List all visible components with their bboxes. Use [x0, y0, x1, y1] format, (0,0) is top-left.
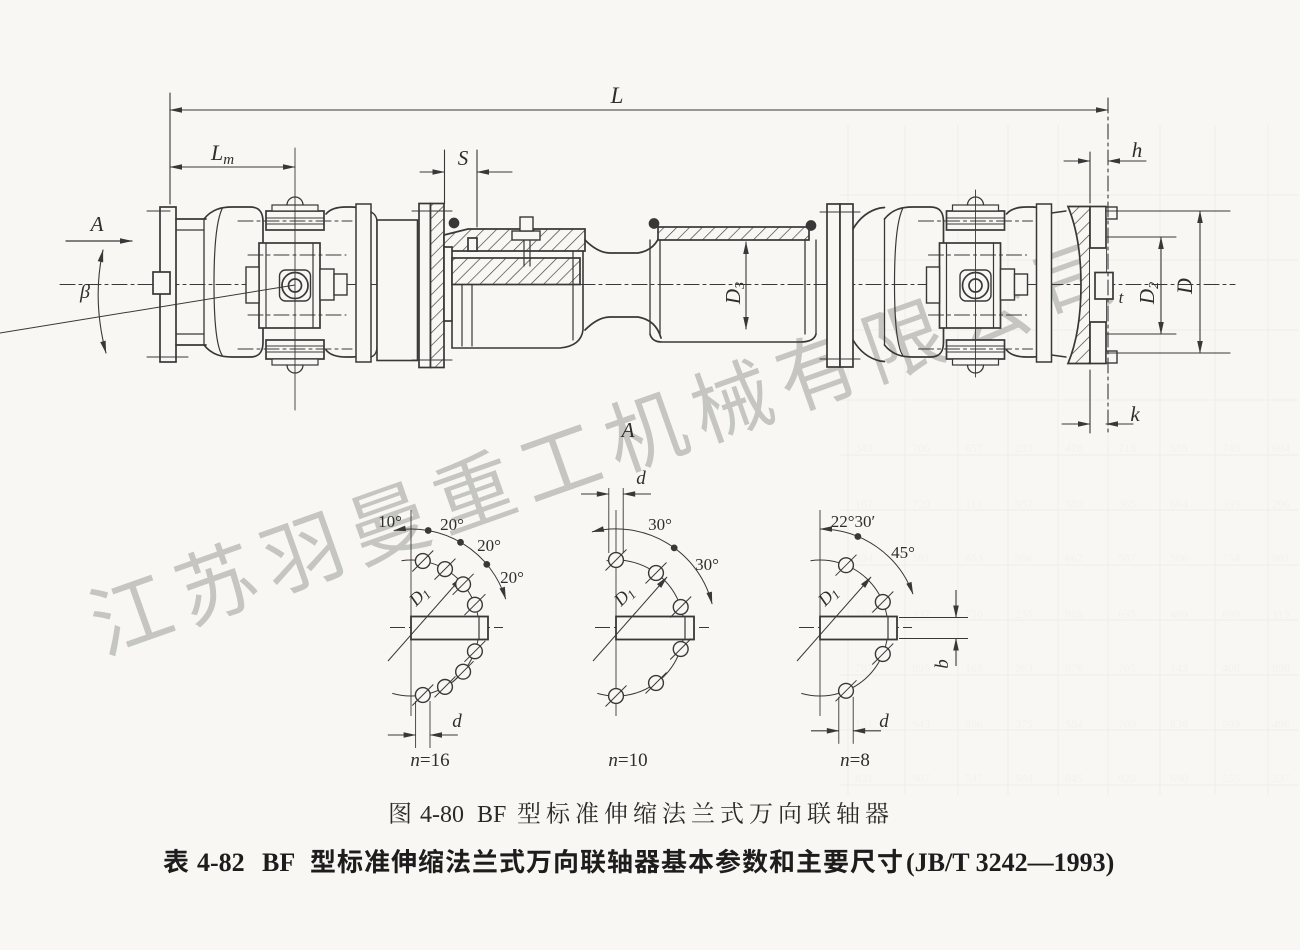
svg-text:740: 740: [1222, 441, 1240, 455]
svg-text:705: 705: [1118, 661, 1136, 675]
svg-text:237: 237: [1272, 771, 1290, 785]
svg-text:920: 920: [1118, 771, 1136, 785]
svg-text:d: d: [636, 468, 646, 489]
svg-text:478: 478: [1065, 441, 1083, 455]
svg-text:690: 690: [1170, 771, 1188, 785]
svg-text:165: 165: [965, 661, 983, 675]
svg-text:662: 662: [1065, 551, 1083, 565]
svg-text:b: b: [932, 659, 953, 669]
svg-text:n=8: n=8: [840, 750, 870, 771]
svg-text:694: 694: [1272, 441, 1290, 455]
svg-text:30°: 30°: [695, 555, 719, 574]
svg-text:β: β: [79, 281, 90, 303]
svg-text:999: 999: [1222, 717, 1240, 731]
svg-text:718: 718: [1118, 441, 1136, 455]
svg-text:L: L: [610, 83, 624, 108]
svg-text:496: 496: [1272, 717, 1290, 731]
svg-text:555: 555: [1222, 771, 1240, 785]
svg-text:831: 831: [855, 771, 873, 785]
svg-text:408: 408: [1222, 661, 1240, 675]
svg-text:754: 754: [1222, 551, 1240, 565]
svg-text:343: 343: [855, 441, 873, 455]
svg-text:504: 504: [1015, 771, 1033, 785]
svg-text:143: 143: [1170, 661, 1188, 675]
svg-text:d: d: [879, 711, 889, 732]
svg-text:750: 750: [965, 607, 983, 621]
svg-text:981: 981: [1272, 551, 1290, 565]
svg-text:22°30′: 22°30′: [831, 512, 876, 531]
svg-text:635: 635: [1118, 607, 1136, 621]
svg-text:131: 131: [855, 717, 873, 731]
svg-text:537: 537: [965, 771, 983, 785]
svg-text:876: 876: [1065, 661, 1083, 675]
svg-text:787: 787: [855, 661, 873, 675]
svg-text:859: 859: [1222, 607, 1240, 621]
svg-text:845: 845: [1065, 771, 1083, 785]
svg-text:657: 657: [965, 441, 983, 455]
svg-text:4-80: 4-80: [420, 802, 464, 828]
svg-text:n=10: n=10: [608, 750, 647, 771]
svg-text:n=16: n=16: [410, 750, 449, 771]
svg-text:580: 580: [1065, 497, 1083, 511]
svg-text:581: 581: [912, 551, 930, 565]
svg-text:BF: BF: [262, 848, 295, 877]
svg-text:956: 956: [1015, 551, 1033, 565]
svg-text:584: 584: [1065, 717, 1083, 731]
svg-text:20°: 20°: [440, 515, 464, 534]
svg-text:(JB/T 3242—1993): (JB/T 3242—1993): [906, 848, 1114, 877]
svg-text:296: 296: [1272, 497, 1290, 511]
svg-text:337: 337: [912, 607, 930, 621]
svg-text:10°: 10°: [378, 512, 402, 531]
svg-text:20°: 20°: [477, 536, 501, 555]
svg-text:836: 836: [1170, 717, 1188, 731]
svg-text:365: 365: [1118, 497, 1136, 511]
svg-text:S: S: [458, 146, 469, 170]
svg-text:h: h: [1132, 138, 1143, 162]
svg-text:k: k: [1130, 402, 1140, 426]
svg-text:20°: 20°: [500, 568, 524, 587]
svg-text:A: A: [89, 212, 104, 236]
svg-text:664: 664: [1170, 497, 1188, 511]
svg-text:167: 167: [855, 497, 873, 511]
svg-text:113: 113: [965, 497, 983, 511]
svg-text:339: 339: [1222, 497, 1240, 511]
svg-text:t: t: [1119, 288, 1125, 307]
svg-text:233: 233: [1015, 441, 1033, 455]
svg-text:653: 653: [965, 551, 983, 565]
svg-text:988: 988: [1065, 607, 1083, 621]
svg-text:D: D: [1172, 278, 1197, 295]
svg-text:255: 255: [1015, 607, 1033, 621]
svg-text:585: 585: [1170, 441, 1188, 455]
svg-text:834: 834: [855, 551, 873, 565]
svg-text:A: A: [620, 418, 635, 442]
svg-text:506: 506: [1170, 551, 1188, 565]
svg-text:587: 587: [1118, 551, 1136, 565]
svg-text:957: 957: [1015, 497, 1033, 511]
svg-text:895: 895: [912, 661, 930, 675]
svg-text:706: 706: [912, 441, 930, 455]
svg-text:d: d: [452, 711, 462, 732]
svg-text:720: 720: [912, 497, 930, 511]
svg-text:709: 709: [1118, 717, 1136, 731]
svg-text:115: 115: [1272, 607, 1290, 621]
svg-text:4-82: 4-82: [197, 848, 245, 877]
svg-text:907: 907: [912, 771, 930, 785]
svg-text:30°: 30°: [648, 515, 672, 534]
svg-text:943: 943: [912, 717, 930, 731]
svg-text:499: 499: [1170, 607, 1188, 621]
svg-text:898: 898: [1272, 661, 1290, 675]
svg-text:263: 263: [1015, 661, 1033, 675]
svg-text:BF: BF: [477, 802, 506, 828]
svg-text:375: 375: [1015, 717, 1033, 731]
svg-text:986: 986: [965, 717, 983, 731]
svg-text:45°: 45°: [891, 543, 915, 562]
